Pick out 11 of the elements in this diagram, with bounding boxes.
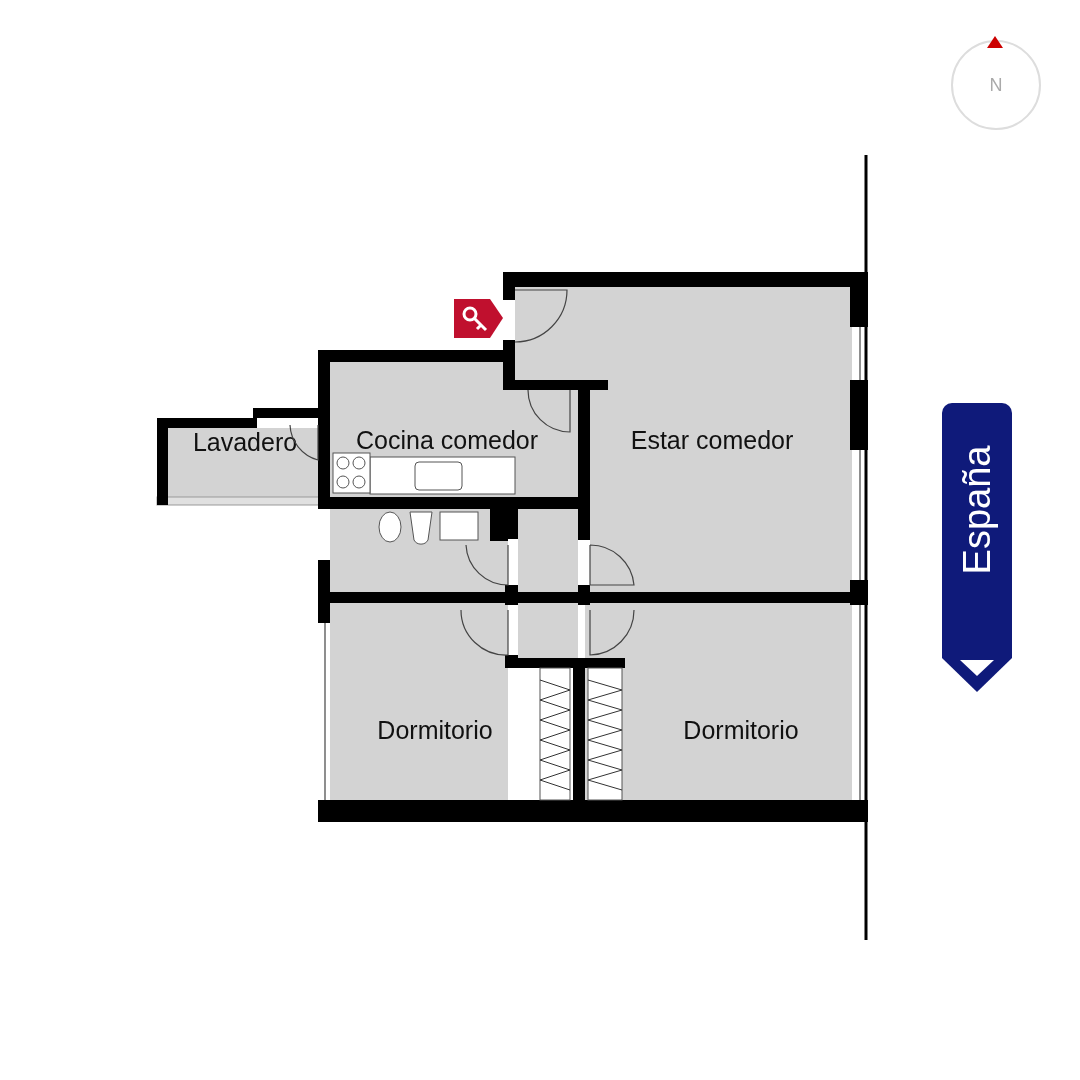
room-label: Estar comedor (630, 425, 794, 455)
north-label: N (989, 74, 1003, 96)
street-name: España (955, 445, 999, 575)
room-floor (330, 603, 508, 800)
room-label: Dormitorio (377, 715, 493, 745)
room-floor (590, 287, 852, 592)
room-label: Dormitorio (683, 715, 799, 745)
room-floor (585, 603, 852, 800)
room-label: Lavadero (192, 427, 298, 457)
room-label: Cocina comedor (356, 425, 538, 455)
room-floor (168, 428, 320, 498)
